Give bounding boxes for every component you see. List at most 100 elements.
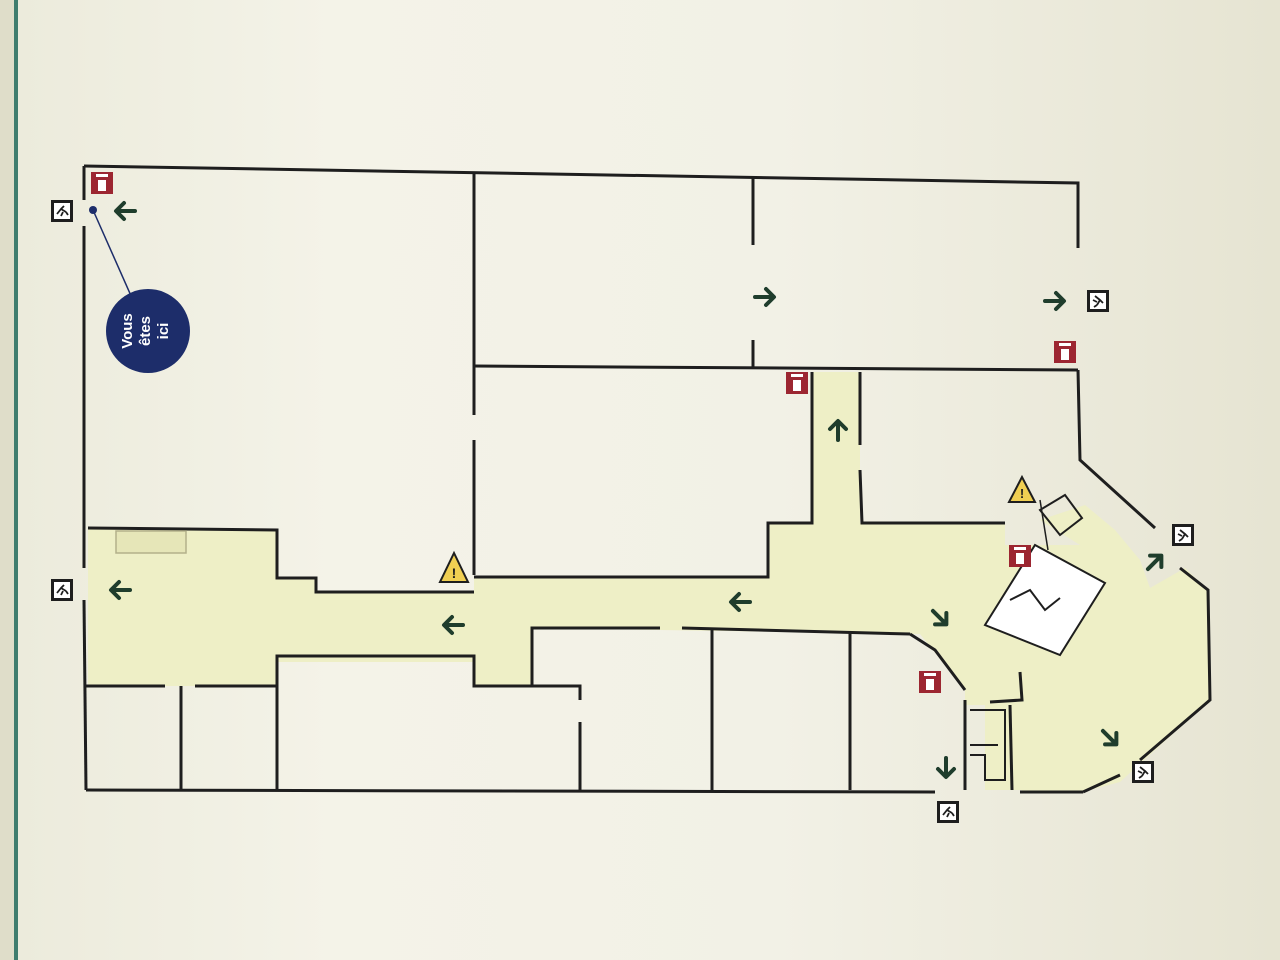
you-are-here-text: Vous êtes ici bbox=[119, 313, 172, 349]
emergency-exit-icon bbox=[1087, 290, 1109, 312]
running-figure bbox=[1137, 766, 1149, 779]
corridor-west bbox=[88, 528, 474, 686]
wall-j2 bbox=[681, 626, 911, 636]
evacuation-arrow-icon bbox=[1043, 291, 1066, 311]
outer-wall-east-lobby bbox=[1139, 566, 1212, 762]
emergency-exit-icon bbox=[937, 801, 959, 823]
evacuation-arrow-icon bbox=[729, 592, 752, 612]
extinguisher-body bbox=[98, 180, 106, 191]
emergency-exit-icon bbox=[51, 579, 73, 601]
evacuation-arrow-icon bbox=[114, 201, 137, 221]
evacuation-arrow-icon bbox=[930, 608, 949, 627]
stair-top bbox=[1038, 493, 1084, 537]
you-are-here-badge bbox=[106, 289, 190, 373]
exit-panel bbox=[940, 804, 956, 820]
fire-extinguisher-icon bbox=[1009, 545, 1031, 567]
lift-shaft bbox=[970, 709, 1006, 781]
stair-block bbox=[983, 543, 1107, 657]
evacuation-arrows bbox=[109, 201, 1164, 779]
emergency-exit-icons bbox=[51, 200, 1194, 823]
stairs-west bbox=[115, 530, 187, 554]
fire-extinguisher-icon bbox=[1054, 341, 1076, 363]
wall-d bbox=[474, 372, 814, 579]
extinguisher-body bbox=[1016, 553, 1024, 564]
wall-o bbox=[1008, 704, 1014, 791]
extinguisher-top bbox=[1014, 547, 1026, 550]
arrow-shape bbox=[442, 615, 465, 635]
fire-extinguisher-icon bbox=[91, 172, 113, 194]
arrow-shape bbox=[729, 592, 752, 612]
evacuation-arrow-icon bbox=[1100, 728, 1119, 747]
map-sheet bbox=[18, 0, 1280, 960]
arrow-shape bbox=[753, 287, 776, 307]
wall-e2 bbox=[858, 469, 1005, 525]
arrow-shape bbox=[1100, 728, 1119, 747]
outer-wall-bottom bbox=[85, 788, 936, 794]
arrow-shape bbox=[1145, 553, 1164, 572]
stair-pointer bbox=[1039, 499, 1049, 551]
running-figure bbox=[1177, 529, 1189, 542]
you-are-here-line3: ici bbox=[155, 323, 172, 340]
outer-wall-top bbox=[83, 164, 1080, 248]
running-figure bbox=[1092, 295, 1104, 308]
corridor-central bbox=[474, 372, 1120, 790]
exit-panel bbox=[1175, 527, 1191, 543]
fire-extinguisher-icon bbox=[919, 671, 941, 693]
extinguisher-top bbox=[924, 673, 936, 676]
emergency-exit-icon bbox=[51, 200, 73, 222]
evacuation-arrow-icon bbox=[753, 287, 776, 307]
wall-m bbox=[909, 632, 967, 691]
wall-j bbox=[530, 626, 660, 686]
you-are-here-marker: Vous êtes ici bbox=[89, 206, 190, 373]
running-figure bbox=[942, 806, 955, 818]
warning-triangle-icon bbox=[1007, 474, 1037, 503]
extinguisher-top bbox=[1059, 343, 1071, 346]
arrow-shape bbox=[109, 580, 132, 600]
warning-triangle-icon bbox=[438, 550, 470, 583]
arrow-shape bbox=[930, 608, 949, 627]
wall-f bbox=[87, 526, 474, 594]
exit-panel bbox=[1090, 293, 1106, 309]
arrow-shape bbox=[114, 201, 137, 221]
you-are-here-line2: êtes bbox=[137, 316, 154, 346]
emergency-exit-icon bbox=[1132, 761, 1154, 783]
fire-extinguisher-icons bbox=[91, 172, 1076, 693]
extinguisher-top bbox=[791, 374, 803, 377]
evacuation-arrow-icon bbox=[936, 756, 956, 779]
extinguisher-body bbox=[793, 380, 801, 391]
fire-extinguisher-icon bbox=[786, 372, 808, 394]
outer-wall-left-low bbox=[82, 599, 88, 791]
running-figure bbox=[56, 584, 69, 596]
wall-g bbox=[275, 654, 582, 790]
exit-panel bbox=[54, 582, 70, 598]
warning-triangle-icons: ! ! bbox=[438, 474, 1037, 583]
stair-detail bbox=[1009, 588, 1061, 612]
wall-p bbox=[989, 671, 1024, 704]
stair-hall bbox=[1040, 505, 1150, 592]
outer-wall-east-low bbox=[1082, 773, 1121, 794]
warning-triangle-mark: ! bbox=[452, 565, 457, 581]
evacuation-arrow-icon bbox=[1145, 553, 1164, 572]
extinguisher-top bbox=[96, 174, 108, 177]
exit-panel bbox=[1135, 764, 1151, 780]
stair-hatch bbox=[115, 530, 187, 554]
emergency-exit-icon bbox=[1172, 524, 1194, 546]
arrow-shape bbox=[1043, 291, 1066, 311]
extinguisher-body bbox=[1061, 349, 1069, 360]
wall-c bbox=[473, 364, 1079, 372]
arrow-shape bbox=[936, 756, 956, 779]
stair-core bbox=[970, 493, 1107, 781]
evacuation-arrow-icon bbox=[828, 419, 848, 442]
running-figure bbox=[56, 205, 69, 217]
extinguisher-body bbox=[926, 679, 934, 690]
warning-triangle-mark: ! bbox=[1020, 486, 1024, 501]
page-edge-strip bbox=[14, 0, 18, 960]
evacuation-arrow-icon bbox=[442, 615, 465, 635]
evacuation-arrow-icon bbox=[109, 580, 132, 600]
outer-wall-east bbox=[1076, 369, 1157, 530]
arrow-shape bbox=[828, 419, 848, 442]
you-are-here-leader bbox=[92, 209, 133, 299]
walls bbox=[82, 164, 1212, 794]
exit-panel bbox=[54, 203, 70, 219]
